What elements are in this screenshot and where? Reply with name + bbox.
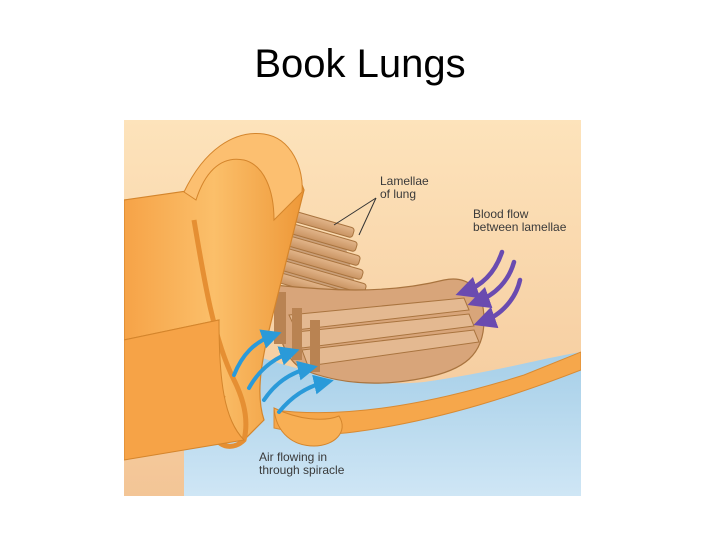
upper-wall-fold <box>183 133 303 222</box>
blood-flow-label: Blood flow between lamellae <box>473 208 566 234</box>
book-lung-diagram: Lamellae of lung Blood flow between lame… <box>124 120 581 496</box>
blood-flow-label-line1: Blood flow <box>473 207 529 221</box>
spiracle-lip <box>273 407 343 447</box>
air-flow-label-line2: through spiracle <box>259 463 345 477</box>
air-arrow <box>247 346 300 390</box>
lamellae-label-line1: Lamellae <box>380 174 429 188</box>
lamellae-label: Lamellae of lung <box>380 175 429 201</box>
blood-flow-label-line2: between lamellae <box>473 220 567 234</box>
blood-arrow <box>473 277 523 329</box>
lamellae-pointers <box>333 197 377 236</box>
front-lamellae <box>274 292 480 372</box>
slide-title: Book Lungs <box>254 42 466 86</box>
air-flow-label-line1: Air flowing in <box>259 450 328 464</box>
air-flow-arrows <box>232 329 334 414</box>
blood-flow-arrows <box>455 249 523 329</box>
air-arrow <box>277 374 334 414</box>
air-flow-label: Air flowing in through spiracle <box>259 451 344 477</box>
lamellae-label-line2: of lung <box>380 187 417 201</box>
book-lung-illustration <box>124 120 581 496</box>
air-arrow <box>262 360 318 402</box>
air-arrow <box>232 329 282 377</box>
blood-arrow <box>467 259 517 309</box>
